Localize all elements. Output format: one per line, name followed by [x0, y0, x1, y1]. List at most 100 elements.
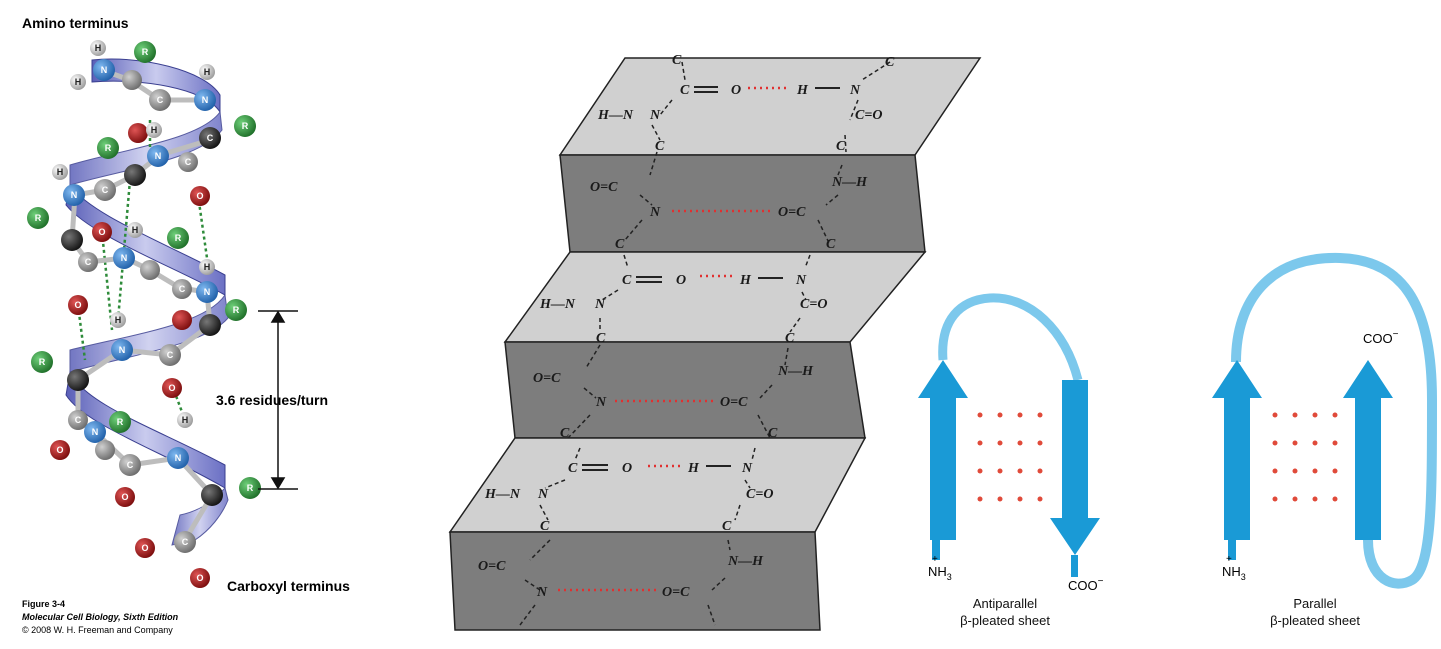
residue-atom: R	[109, 411, 131, 433]
svg-text:C: C	[157, 95, 164, 105]
svg-text:N: N	[71, 190, 78, 200]
svg-text:C: C	[85, 257, 92, 267]
parallel-n-terminus: NH3	[1222, 564, 1246, 582]
carbon-atom: C	[94, 179, 116, 201]
oxygen-atom	[172, 310, 192, 330]
antiparallel-c-terminus: COO−	[1068, 576, 1104, 593]
svg-text:C: C	[836, 139, 846, 154]
svg-text:H: H	[75, 77, 82, 87]
svg-text:C=O: C=O	[800, 297, 827, 312]
nitrogen-atom: N	[194, 89, 216, 111]
hydrogen-atom: H	[177, 412, 193, 428]
parallel-strand-right	[1343, 360, 1393, 540]
carbon-atom	[199, 314, 221, 336]
svg-text:R: R	[242, 121, 249, 131]
antiparallel-n-terminus: NH3	[928, 564, 952, 582]
nitrogen-atom: N	[63, 184, 85, 206]
parallel-caption-line2: β-pleated sheet	[1270, 613, 1360, 628]
carbon-atom: C	[78, 252, 98, 272]
svg-text:R: R	[105, 143, 112, 153]
sheet-hbonds	[558, 86, 790, 592]
sheet-backbone-strokes	[519, 61, 891, 626]
svg-text:C: C	[672, 53, 682, 68]
svg-text:C: C	[768, 426, 778, 441]
parallel-strand-left	[1212, 360, 1262, 540]
hydrogen-atom: H	[90, 40, 106, 56]
svg-text:O: O	[74, 300, 81, 310]
parallel-strand-tail	[1228, 540, 1236, 560]
svg-text:N: N	[849, 83, 861, 98]
svg-text:O: O	[196, 191, 203, 201]
antiparallel-sheet-diagram: + NH3 COO− Antiparallel β-pleated sheet	[918, 293, 1104, 628]
svg-text:N: N	[155, 151, 162, 161]
antiparallel-loop	[938, 293, 1083, 382]
svg-text:C: C	[540, 519, 550, 534]
svg-text:H: H	[687, 461, 700, 476]
antiparallel-caption-line2: β-pleated sheet	[960, 613, 1050, 628]
svg-text:H: H	[57, 167, 64, 177]
hydrogen-atom: H	[127, 222, 143, 238]
svg-text:C: C	[75, 415, 82, 425]
oxygen-atom: O	[50, 440, 70, 460]
svg-text:H: H	[115, 315, 122, 325]
parallel-sheet-diagram: COO− + NH3 Parallel β-pleated sheet	[1212, 252, 1438, 628]
residue-atom: R	[167, 227, 189, 249]
svg-text:O: O	[98, 227, 105, 237]
svg-text:O: O	[731, 83, 741, 98]
helix-atoms: H H N R C H N H R N C R C H O N C R O H …	[27, 40, 261, 588]
carboxyl-terminus-label: Carboxyl terminus	[227, 578, 350, 594]
carbon-atom	[140, 260, 160, 280]
svg-text:C: C	[615, 237, 625, 252]
residue-atom: R	[134, 41, 156, 63]
svg-text:O=C: O=C	[533, 371, 561, 386]
svg-text:C: C	[680, 83, 690, 98]
pleated-sheet-panel: C C O H N C H—N N C=O C C O=C N—H N O=C …	[448, 53, 982, 631]
antiparallel-hbond-dots	[977, 412, 1043, 502]
svg-text:O: O	[168, 383, 175, 393]
svg-text:H: H	[182, 415, 189, 425]
amino-terminus-label: Amino terminus	[22, 15, 129, 31]
svg-text:C: C	[179, 284, 186, 294]
antiparallel-caption-line1: Antiparallel	[973, 596, 1037, 611]
nitrogen-atom: N	[111, 339, 133, 361]
svg-text:O: O	[676, 273, 686, 288]
svg-text:C: C	[722, 519, 732, 534]
svg-text:R: R	[175, 233, 182, 243]
svg-text:N: N	[537, 487, 549, 502]
parallel-hbond-dots	[1272, 412, 1338, 502]
svg-text:C: C	[185, 157, 192, 167]
book-title: Molecular Cell Biology, Sixth Edition	[22, 612, 179, 622]
residue-atom: R	[239, 477, 261, 499]
oxygen-atom: O	[190, 186, 210, 206]
svg-text:C: C	[167, 350, 174, 360]
svg-text:N—H: N—H	[831, 175, 868, 190]
svg-text:H—N: H—N	[539, 297, 576, 312]
residues-per-turn-label: 3.6 residues/turn	[216, 392, 328, 408]
nitrogen-atom: N	[84, 421, 106, 443]
parallel-c-terminus: COO−	[1363, 329, 1399, 346]
svg-text:C: C	[785, 331, 795, 346]
carbon-atom	[124, 164, 146, 186]
svg-text:H: H	[739, 273, 752, 288]
nitrogen-atom: N	[167, 447, 189, 469]
svg-text:O: O	[56, 445, 63, 455]
svg-text:N: N	[649, 108, 661, 123]
svg-text:C: C	[826, 237, 836, 252]
carbon-atom: C	[149, 89, 171, 111]
carbon-atom: C	[178, 152, 198, 172]
svg-text:O=C: O=C	[778, 205, 806, 220]
antiparallel-strand-up	[918, 360, 968, 540]
nitrogen-atom: N	[196, 281, 218, 303]
carbon-atom: C	[174, 531, 196, 553]
parallel-loop	[1231, 252, 1438, 589]
hydrogen-atom: H	[110, 312, 126, 328]
svg-text:N: N	[795, 273, 807, 288]
nitrogen-atom: N	[113, 247, 135, 269]
svg-text:C: C	[127, 460, 134, 470]
figure-number: Figure 3-4	[22, 599, 65, 609]
svg-text:N: N	[92, 427, 99, 437]
oxygen-atom: O	[92, 222, 112, 242]
svg-text:H: H	[204, 262, 211, 272]
carbon-atom	[122, 70, 142, 90]
